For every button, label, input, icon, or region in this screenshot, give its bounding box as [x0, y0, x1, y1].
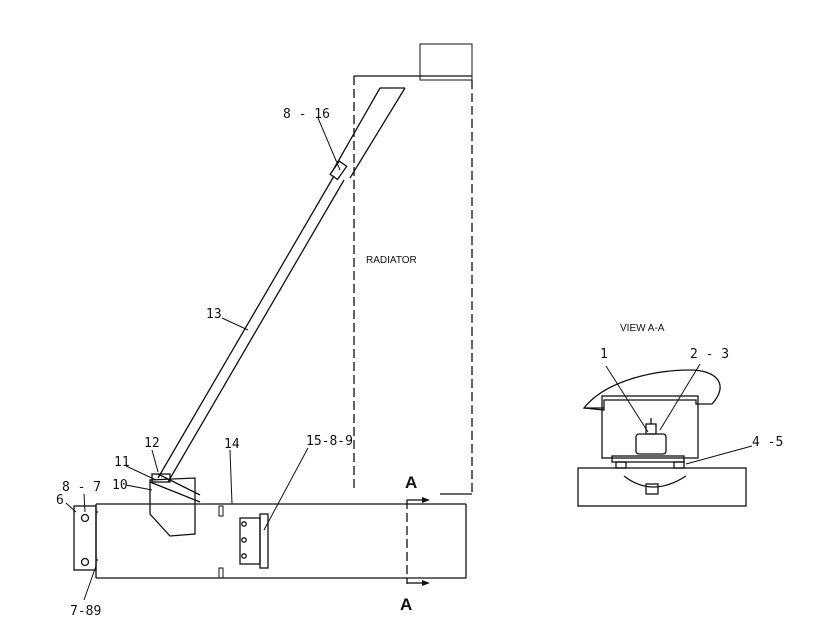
view-aa-detail	[577, 363, 753, 507]
bracket-plate	[149, 477, 196, 537]
radiator-cap-frame	[419, 43, 473, 81]
callout-15-8-9: 15-8-9	[306, 434, 353, 449]
mount-block	[239, 517, 261, 565]
mount-assembly	[239, 513, 269, 569]
end-plate	[73, 505, 97, 571]
view-upper-body	[582, 369, 721, 411]
callout-6: 6	[56, 493, 64, 508]
callout-8-7: 8 - 7	[62, 480, 101, 495]
callout-8-16: 8 - 16	[283, 107, 330, 122]
callout-4-5: 4 -5	[752, 435, 783, 450]
view-label: VIEW A-A	[620, 323, 665, 334]
callout-12: 12	[144, 436, 160, 451]
frame-rail	[73, 503, 467, 579]
radiator-label: RADIATOR	[366, 255, 417, 266]
radiator-outline	[353, 43, 473, 496]
view-channel	[601, 395, 699, 459]
section-mark-top: A	[405, 473, 417, 492]
callout-13: 13	[206, 307, 222, 322]
section-line	[406, 497, 430, 586]
section-mark-bottom: A	[400, 595, 412, 614]
callout-10: 10	[112, 478, 128, 493]
rod-upper-fitting	[329, 160, 348, 181]
view-isolator	[635, 433, 667, 455]
callout-7-89: 7-89	[70, 604, 101, 619]
lower-bracket	[149, 473, 201, 537]
view-frame-section	[577, 467, 747, 507]
callout-1: 1	[600, 347, 608, 362]
callout-2-3: 2 - 3	[690, 347, 729, 362]
callout-leaders	[65, 117, 341, 601]
support-rod	[157, 87, 406, 483]
callout-11: 11	[114, 455, 130, 470]
callout-14: 14	[224, 437, 240, 452]
